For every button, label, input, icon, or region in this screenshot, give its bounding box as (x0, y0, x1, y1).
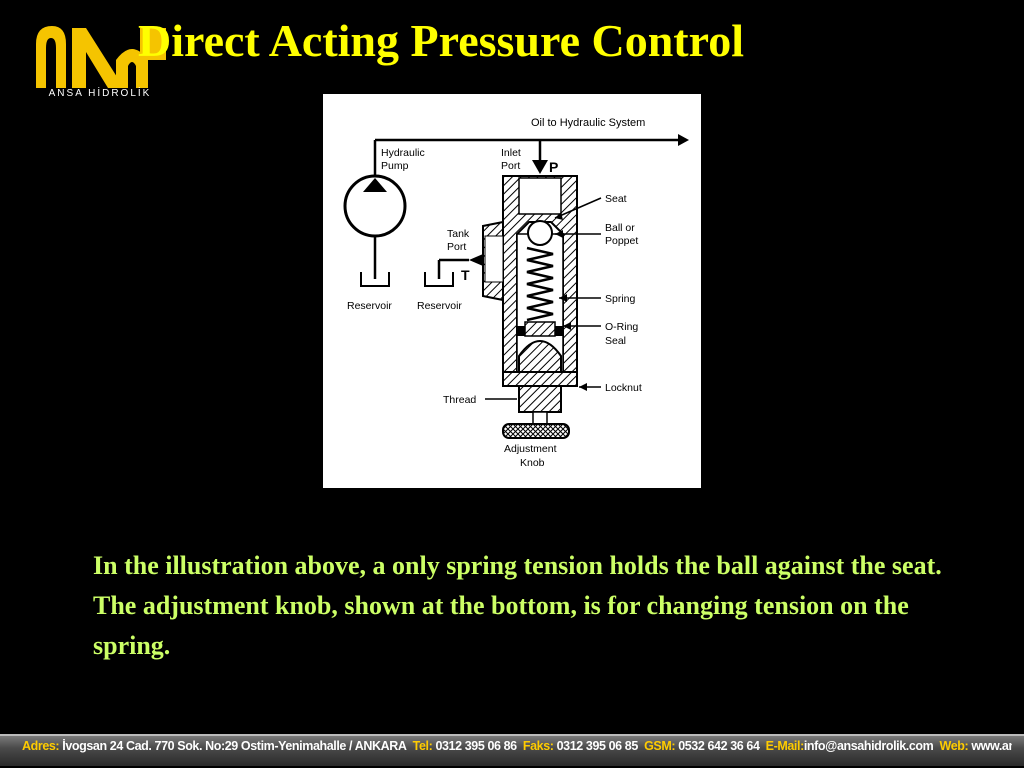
fax-value: 0312 395 06 85 (556, 739, 639, 753)
label-inlet-1: Inlet (501, 147, 521, 159)
gsm-label: GSM: (644, 739, 676, 753)
label-port-t: T (461, 267, 470, 283)
footer-contact: Adres: İvogsan 24 Cad. 770 Sok. No:29 Os… (22, 739, 1012, 753)
label-oring-1: O-Ring (605, 321, 638, 333)
label-port-p: P (549, 159, 558, 175)
address-value: İvogsan 24 Cad. 770 Sok. No:29 Ostim-Yen… (62, 739, 407, 753)
label-ball-1: Ball or (605, 222, 635, 234)
label-oil-to-system: Oil to Hydraulic System (531, 117, 645, 129)
gsm-value: 0532 642 36 64 (678, 739, 760, 753)
spring-plate (524, 321, 556, 337)
label-pump-1: Hydraulic (381, 147, 425, 159)
email-label: E-Mail: (765, 739, 805, 753)
web-link[interactable]: www.ansahidrolik.com (971, 739, 1012, 753)
brand-name: ANSA HİDROLİK (48, 88, 152, 99)
spring (526, 246, 554, 322)
o-ring-right (555, 326, 563, 336)
tel-label: Tel: (412, 739, 433, 753)
slide-title: Direct Acting Pressure Control (138, 15, 744, 66)
email-link[interactable]: info@ansahidrolik.com (803, 739, 934, 753)
slide-caption: In the illustration above, a only spring… (93, 551, 942, 660)
ball-poppet (527, 220, 553, 246)
web-label: Web: (939, 739, 969, 753)
fax-label: Faks: (522, 739, 554, 753)
address-label: Adres: (22, 739, 60, 753)
label-locknut: Locknut (605, 382, 642, 394)
label-tank-1: Tank (447, 228, 470, 240)
label-pump-2: Pump (381, 160, 409, 172)
label-knob-1: Adjustment (504, 443, 557, 455)
system-line (373, 134, 689, 176)
locknut-block (502, 371, 578, 387)
label-oring-2: Seal (605, 335, 626, 347)
valve-diagram: Oil to Hydraulic System Hydraulic Pump R… (323, 94, 701, 488)
tel-value: 0312 395 06 86 (435, 739, 517, 753)
label-reservoir-left: Reservoir (347, 300, 392, 312)
label-inlet-2: Port (501, 160, 520, 172)
label-knob-2: Knob (520, 457, 545, 469)
label-ball-2: Poppet (605, 235, 638, 247)
label-seat: Seat (605, 193, 627, 205)
company-logo (36, 26, 166, 88)
tank-port-line (424, 254, 483, 287)
label-tank-2: Port (447, 241, 466, 253)
label-spring: Spring (605, 293, 636, 305)
hydraulic-pump (343, 174, 407, 287)
adjustment-knob (502, 423, 570, 439)
footer-bar (0, 734, 1024, 766)
label-reservoir-right: Reservoir (417, 300, 462, 312)
o-ring-left (517, 326, 525, 336)
label-thread: Thread (443, 394, 476, 406)
